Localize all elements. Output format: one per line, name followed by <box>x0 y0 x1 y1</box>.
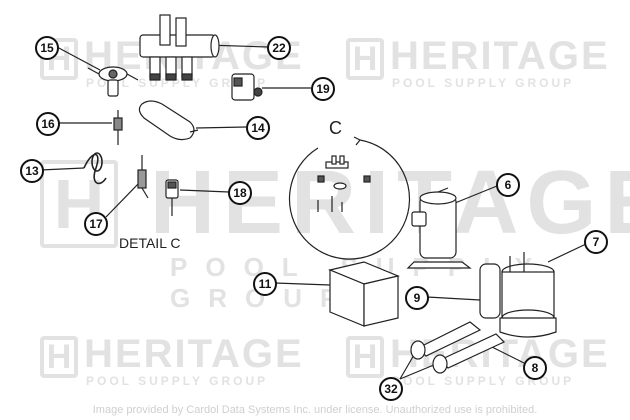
watermark-tagline-top-right: POOL SUPPLY GROUP <box>392 76 575 90</box>
callout-6[interactable]: 6 <box>496 173 520 197</box>
valve-core-part <box>165 179 179 216</box>
watermark-logo-bottom-right: H <box>346 336 384 378</box>
detail-c-letter: C <box>329 118 342 138</box>
callout-19[interactable]: 19 <box>311 77 335 101</box>
callout-32[interactable]: 32 <box>379 377 403 401</box>
detail-c-circle <box>288 136 411 260</box>
valve-manifold-part <box>139 14 220 81</box>
callout-18[interactable]: 18 <box>228 181 252 205</box>
callout-15[interactable]: 15 <box>35 36 59 60</box>
watermark-brand-center: HERITAGE <box>150 153 630 253</box>
callout-17[interactable]: 17 <box>84 212 108 236</box>
heat-exchanger-part <box>479 252 557 338</box>
watermark-brand-top-right: HERITAGE <box>390 34 610 78</box>
sensor-probe-part <box>137 155 149 199</box>
filter-drier-part <box>138 100 199 141</box>
pressure-switch-part <box>231 73 263 101</box>
license-footer: Image provided by Cardol Data Systems In… <box>92 404 538 416</box>
watermark-tagline-bottom-left: POOL SUPPLY GROUP <box>86 374 269 388</box>
watermark-tagline-bottom-right: POOL SUPPLY GROUP <box>392 374 575 388</box>
watermark-tagline-top-left: POOL SUPPLY GROUP <box>86 76 269 90</box>
watermark-logo-top-right: H <box>346 38 384 80</box>
sensor-wire-part <box>83 152 107 185</box>
callout-11[interactable]: 11 <box>253 272 277 296</box>
watermark-logo-center: H <box>40 160 118 248</box>
callout-8[interactable]: 8 <box>523 356 547 380</box>
watermark-logo-bottom-left: H <box>40 336 78 378</box>
callout-14[interactable]: 14 <box>246 116 270 140</box>
water-pipes-part <box>410 321 506 374</box>
schrader-valve-part <box>113 110 123 145</box>
watermark-brand-bottom-left: HERITAGE <box>84 332 304 376</box>
control-box-part <box>328 261 400 327</box>
callout-16[interactable]: 16 <box>36 112 60 136</box>
callout-13[interactable]: 13 <box>20 159 44 183</box>
compressor-part <box>406 187 472 269</box>
detail-c-label: DETAIL C <box>119 235 181 251</box>
callout-9[interactable]: 9 <box>405 286 429 310</box>
callout-7[interactable]: 7 <box>584 230 608 254</box>
service-valve-part <box>87 66 139 97</box>
callout-22[interactable]: 22 <box>267 36 291 60</box>
